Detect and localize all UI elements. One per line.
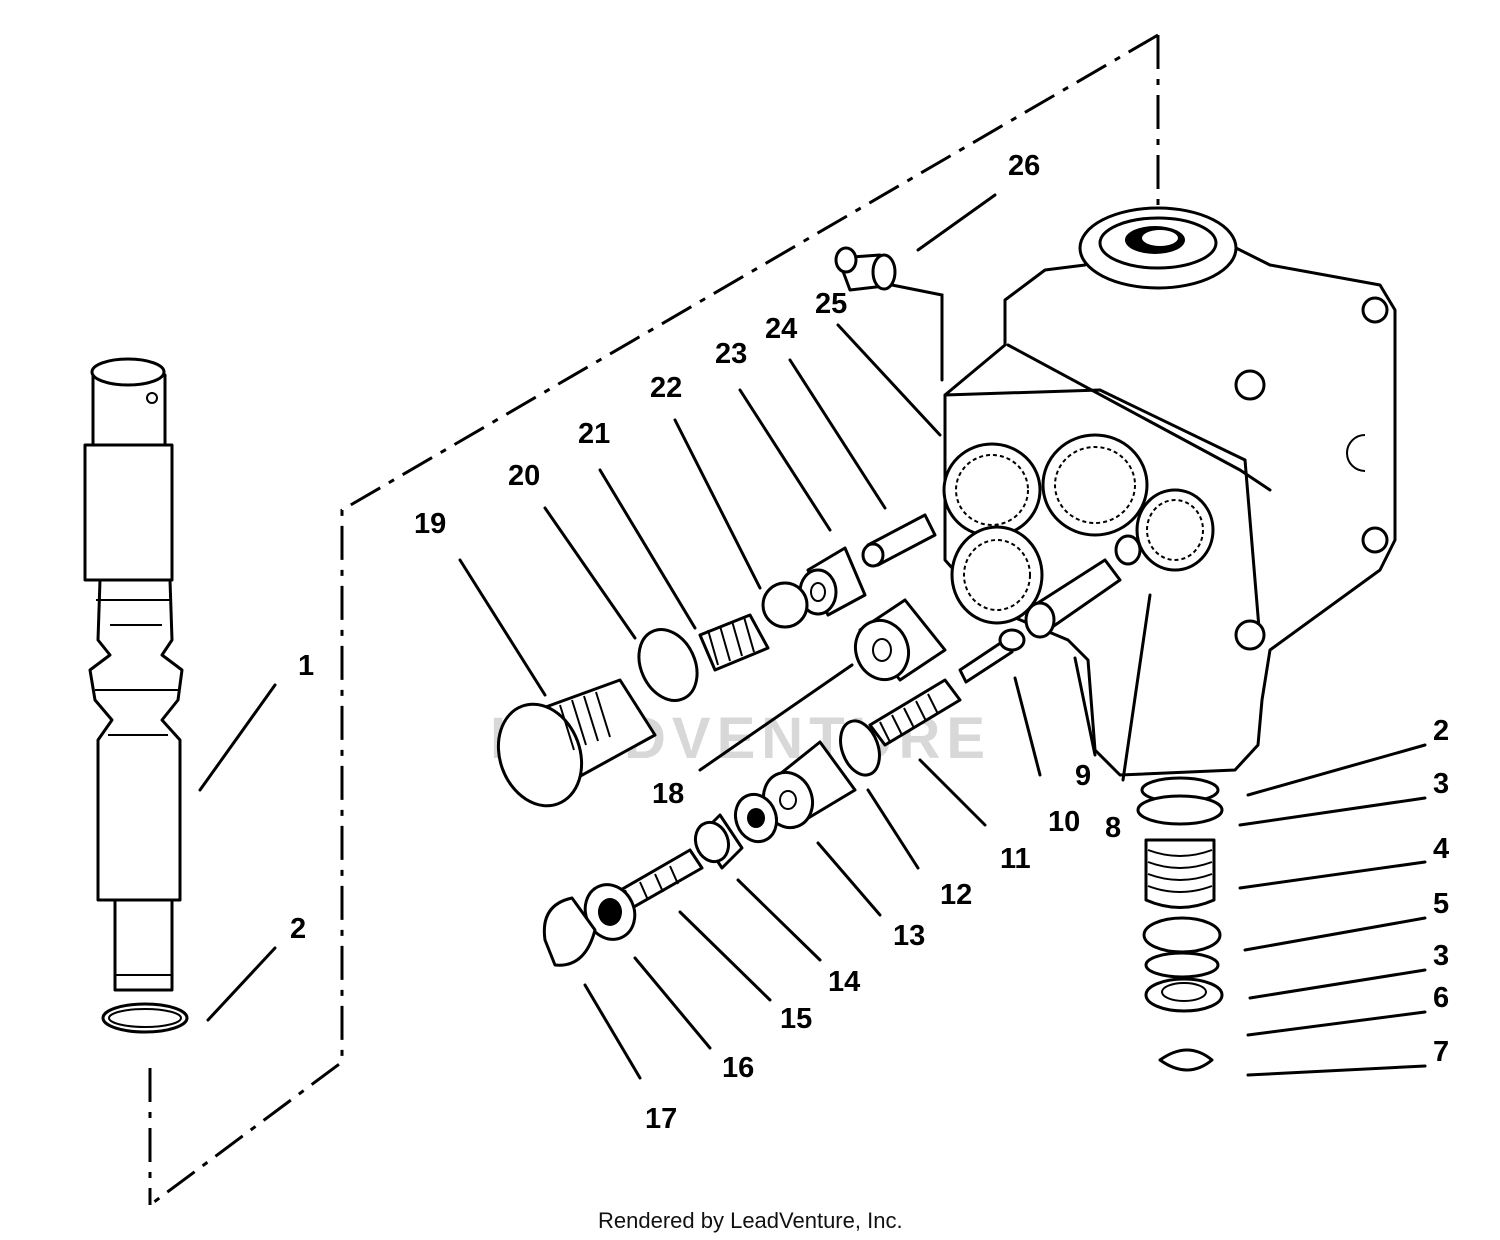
callout-2-right: 2 (1433, 715, 1449, 747)
assembly-frame-lines (148, 33, 1160, 1207)
callout-24: 24 (765, 313, 797, 345)
acorn-nut (542, 896, 597, 967)
part-24-pin (861, 513, 937, 568)
callout-22: 22 (650, 372, 682, 404)
part-22-ball (761, 581, 809, 629)
part-23-spool (798, 546, 867, 617)
part-8-pin (1024, 534, 1142, 639)
callout-numbers: 1 2 2 3 3 4 5 6 7 8 9 10 11 12 13 14 15 … (290, 150, 1449, 1135)
callout-23: 23 (715, 338, 747, 370)
part-21-spring (698, 613, 770, 672)
part-11-oring (839, 719, 881, 777)
callout-4: 4 (1433, 833, 1449, 865)
callout-3-upper: 3 (1433, 768, 1449, 800)
callout-13: 13 (893, 920, 925, 952)
part-20-oring (637, 628, 699, 702)
part-13-nut (761, 740, 857, 830)
callout-14: 14 (828, 966, 860, 998)
callout-20: 20 (508, 460, 540, 492)
callout-2-left: 2 (290, 913, 306, 945)
valve-body (942, 206, 1397, 777)
part-19-plug (496, 678, 657, 808)
part-1-spool-shaft (83, 357, 184, 992)
callout-26: 26 (1008, 150, 1040, 182)
part-11-pin (958, 628, 1026, 684)
callout-15: 15 (780, 1003, 812, 1035)
callout-3-lower: 3 (1433, 940, 1449, 972)
callout-6: 6 (1433, 982, 1449, 1014)
callout-17: 17 (645, 1103, 677, 1135)
callout-12: 12 (940, 879, 972, 911)
part-18-cap (854, 598, 947, 682)
leader-lines (198, 193, 1427, 1080)
callout-1: 1 (298, 650, 314, 682)
callout-10: 10 (1048, 806, 1080, 838)
callout-8: 8 (1105, 812, 1121, 844)
callout-7: 7 (1433, 1036, 1449, 1068)
part-12-spring (868, 678, 962, 747)
part-14-washer-hole (747, 808, 765, 828)
callout-5: 5 (1433, 888, 1449, 920)
part-17-washer-hole (598, 898, 622, 926)
callout-16: 16 (722, 1052, 754, 1084)
callout-25: 25 (815, 288, 847, 320)
callout-18: 18 (652, 778, 684, 810)
callout-11: 11 (1000, 843, 1031, 875)
part-15-nut (693, 813, 744, 870)
part-26-plug (834, 246, 897, 292)
part-2-oring-left (101, 1002, 189, 1034)
footer-credit: Rendered by LeadVenture, Inc. (598, 1208, 903, 1233)
parts-2-7-stack (1136, 776, 1224, 1072)
callout-19: 19 (414, 508, 446, 540)
callout-21: 21 (578, 418, 610, 450)
callout-9: 9 (1075, 760, 1091, 792)
